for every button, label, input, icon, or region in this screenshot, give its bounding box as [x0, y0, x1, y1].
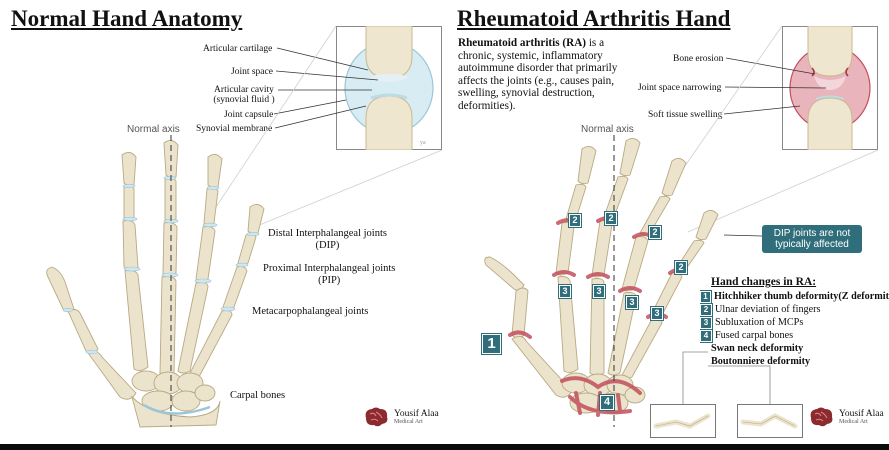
normal-joint-inset: ya	[336, 26, 442, 150]
badge-ulnar-deviation-middle: 2	[605, 212, 617, 225]
badge-mcp-subluxation-ring: 3	[626, 296, 638, 309]
label-pip-line2: (PIP)	[318, 275, 341, 286]
brain-icon	[365, 407, 388, 427]
logo-name-right: Yousif Alaa	[839, 408, 884, 419]
label-articular-cartilage: Articular cartilage	[203, 44, 273, 54]
label-pip: Proximal Interphalangeal joints (PIP)	[263, 263, 395, 287]
badge-mcp-subluxation-index: 3	[559, 285, 571, 298]
normal-hand-title: Normal Hand Anatomy	[11, 6, 243, 31]
hand-change-item: 4 Fused carpal bones	[700, 329, 889, 342]
ra-intro-text: is a chronic, systemic, inflammatory aut…	[458, 37, 618, 112]
logo-sub-left: Medical Art	[394, 418, 423, 425]
badge-ulnar-deviation-little: 2	[675, 261, 687, 274]
normal-axis-label-left: Normal axis	[127, 124, 180, 135]
hand-changes-legend: Hand changes in RA: 1 Hitchhiker thumb d…	[700, 276, 889, 368]
boutonniere-thumbnail	[737, 404, 803, 438]
label-joint-space: Joint space	[231, 67, 273, 77]
dip-callout: DIP joints are not typically affected	[762, 225, 862, 253]
label-dip-line1: Distal Interphalangeal joints	[268, 228, 387, 239]
label-articular-cavity: Articular cavity (synovial fluid )	[210, 85, 278, 105]
hand-change-item: 3 Subluxation of MCPs	[700, 316, 889, 329]
badge-mcp-subluxation-little: 3	[651, 307, 663, 320]
swan-neck-thumbnail	[650, 404, 716, 438]
normal-hand-skeleton	[46, 135, 265, 428]
hand-change-number: 4	[700, 329, 712, 342]
badge-hitchhiker-thumb: 1	[482, 334, 501, 354]
hand-change-text: Fused carpal bones	[715, 330, 794, 341]
hand-change-number: 2	[700, 303, 712, 316]
ra-intro-bold: Rheumatoid arthritis (RA)	[458, 37, 587, 49]
normal-axis-label-right: Normal axis	[581, 124, 634, 135]
label-synovial-membrane: Synovial membrane	[196, 124, 273, 134]
ra-hand-title: Rheumatoid Arthritis Hand	[457, 6, 731, 31]
ra-hand-skeleton	[484, 135, 719, 427]
hand-changes-title: Hand changes in RA:	[711, 276, 817, 288]
label-dip: Distal Interphalangeal joints (DIP)	[268, 228, 387, 252]
label-carpal: Carpal bones	[230, 390, 286, 401]
swan-neck-label: Swan neck deformity	[711, 343, 804, 354]
logo-name-left: Yousif Alaa	[394, 408, 439, 419]
badge-ulnar-deviation-ring: 2	[649, 226, 661, 239]
ra-intro: Rheumatoid arthritis (RA) is a chronic, …	[458, 37, 630, 113]
logo-sub-right: Medical Art	[839, 418, 868, 425]
boutonniere-label: Boutonniere deformity	[711, 356, 811, 367]
label-bone-erosion: Bone erosion	[673, 54, 724, 64]
badge-fused-carpals: 4	[600, 395, 614, 410]
label-mcp: Metacarpophalangeal joints	[252, 306, 369, 317]
footer-bar	[0, 444, 889, 450]
label-articular-cavity-line1: Articular cavity	[214, 85, 274, 95]
label-articular-cavity-line2: (synovial fluid )	[213, 95, 275, 105]
right-logo: Yousif Alaa Medical Art	[807, 406, 884, 428]
label-soft-tissue-swelling: Soft tissue swelling	[648, 110, 723, 120]
hand-change-number: 1	[700, 290, 712, 303]
hand-change-text: Hitchhiker thumb deformity(Z deformit	[714, 291, 889, 302]
left-logo: Yousif Alaa Medical Art	[362, 406, 439, 428]
hand-change-text: Subluxation of MCPs	[715, 317, 804, 328]
hand-change-number: 3	[700, 316, 712, 329]
badge-ulnar-deviation-index: 2	[569, 214, 581, 227]
label-joint-space-narrowing: Joint space narrowing	[638, 83, 722, 93]
hand-change-item: 2 Ulnar deviation of fingers	[700, 303, 889, 316]
hand-change-item: 1 Hitchhiker thumb deformity(Z deformit	[700, 290, 889, 303]
brain-icon	[810, 407, 833, 427]
label-joint-capsule: Joint capsule	[224, 110, 274, 120]
badge-mcp-subluxation-middle: 3	[593, 285, 605, 298]
svg-text:ya: ya	[420, 140, 426, 146]
label-dip-line2: (DIP)	[315, 240, 340, 251]
label-pip-line1: Proximal Interphalangeal joints	[263, 263, 396, 274]
hand-change-text: Ulnar deviation of fingers	[715, 304, 821, 315]
